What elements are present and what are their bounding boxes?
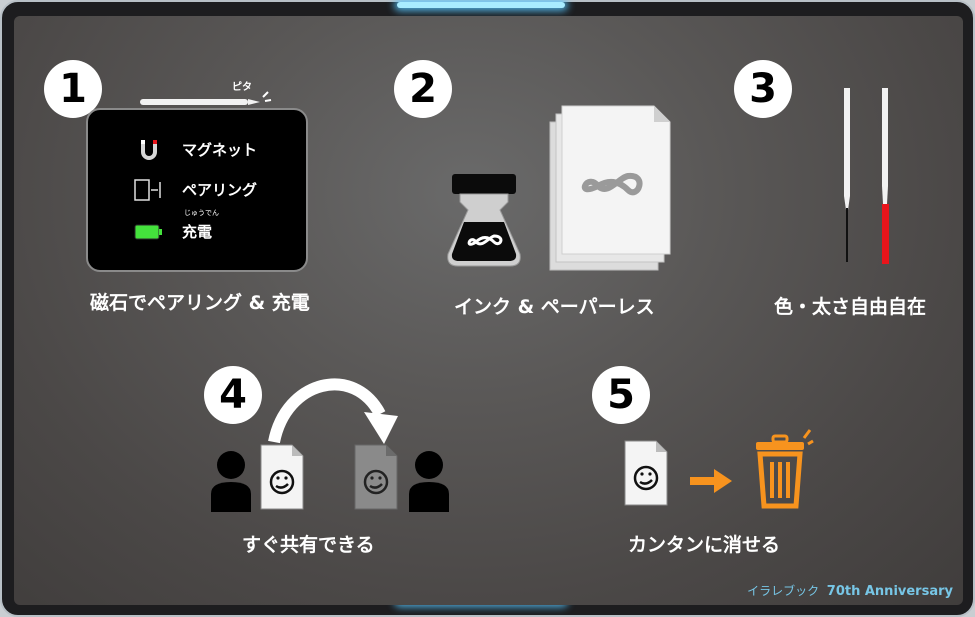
feature-5-label: カンタンに消せる — [628, 534, 781, 556]
feature-5-number: 5 — [592, 366, 650, 424]
menu-row-pairing: ペアリング — [88, 178, 306, 202]
stylus-pen-icon — [140, 91, 272, 105]
doc-smiley-gray-icon — [354, 444, 398, 510]
menu-row-charge: じゅうでん 充電 — [88, 209, 306, 244]
feature-2-number: 2 — [394, 60, 452, 118]
menu-ruby-charge: じゅうでん — [184, 209, 219, 217]
top-glow-bar — [397, 2, 565, 8]
person-right-icon — [409, 451, 449, 512]
menu-label-charge: 充電 — [182, 223, 213, 241]
feature-3-label: 色・太さ自由自在 — [774, 296, 927, 318]
watermark: イラレブック 70th Anniversary — [747, 582, 953, 599]
ink-bottle-icon — [447, 174, 521, 267]
feature-1-number: 1 — [44, 60, 102, 118]
doc-smiley-icon — [624, 440, 668, 506]
paper-stack-icon — [549, 105, 671, 271]
pen-thin-black-icon — [844, 88, 850, 262]
arrow-right-icon — [690, 469, 732, 493]
magnet-icon — [141, 140, 157, 160]
watermark-anniversary: 70th Anniversary — [826, 584, 953, 599]
pairing-icon — [134, 179, 161, 201]
doc-smiley-white-icon — [260, 444, 304, 510]
trash-can-icon — [756, 429, 814, 509]
feature-4-number: 4 — [204, 366, 262, 424]
feature-1-label: 磁石でペアリング & 充電 — [90, 292, 310, 314]
battery-icon — [134, 224, 162, 240]
watermark-brand: イラレブック — [747, 584, 820, 598]
share-arrow-icon — [268, 378, 398, 444]
pen-sound-label: ピタ — [232, 82, 252, 93]
screen: 1 ピタ マグネット ペアリ — [14, 16, 963, 605]
person-left-icon — [211, 451, 251, 512]
menu-label-pairing: ペアリング — [182, 181, 258, 199]
feature-2-label: インク & ペーパーレス — [454, 296, 655, 318]
pen-thick-red-icon — [882, 88, 889, 264]
menu-label-magnet: マグネット — [182, 141, 258, 159]
feature-3-number: 3 — [734, 60, 792, 118]
menu-row-magnet: マグネット — [88, 138, 306, 162]
feature-4-label: すぐ共有できる — [242, 534, 375, 556]
phone-device: マグネット ペアリング じゅうでん 充電 — [86, 108, 308, 272]
